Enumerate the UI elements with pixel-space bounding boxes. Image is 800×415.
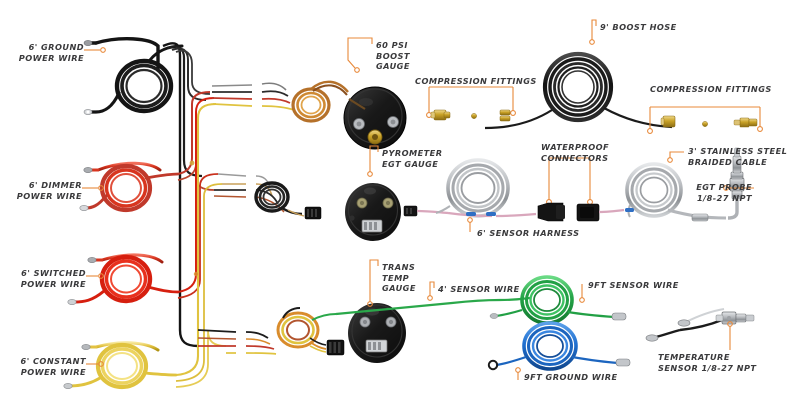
label-ground-wire-9ft: 9FT GROUND WIRE	[524, 372, 618, 382]
ground-wire-9ft-graphic	[487, 321, 631, 371]
label-temperature-sensor: TEMPERATURE SENSOR 1/8-27 NPT	[658, 352, 757, 373]
sensor-harness-graphic	[403, 158, 537, 218]
compression-fittings-right-graphic	[647, 106, 763, 134]
label-ground-power-wire: 6' GROUND POWER WIRE	[18, 42, 84, 63]
pyrometer-harness-coil	[213, 173, 322, 220]
compression-fittings-left-graphic	[426, 86, 516, 122]
leader-lines	[82, 19, 754, 380]
label-sensor-wire-9ft: 9FT SENSOR WIRE	[588, 280, 679, 290]
pyrometer-gauge-graphic	[345, 183, 401, 241]
label-sensor-harness: 6' SENSOR HARNESS	[477, 228, 580, 238]
boost-gauge-harness	[211, 80, 407, 150]
label-egt-probe: EGT PROBE 1/8-27 NPT	[696, 182, 752, 203]
label-waterproof-connectors: WATERPROOF CONNECTORS	[541, 142, 610, 163]
label-compression-fittings-left: COMPRESSION FITTINGS	[415, 76, 537, 86]
dimmer-power-wire-graphic	[79, 161, 180, 213]
label-constant-power-wire: 6' CONSTANT POWER WIRE	[20, 356, 86, 377]
label-trans-temp-gauge: TRANS TEMP GAUGE	[382, 262, 416, 293]
waterproof-connectors-graphic	[537, 157, 625, 222]
label-switched-power-wire: 6' SWITCHED POWER WIRE	[20, 268, 86, 289]
label-dimmer-power-wire: 6' DIMMER POWER WIRE	[16, 180, 82, 201]
label-boost-hose: 9' BOOST HOSE	[600, 22, 677, 32]
trans-temp-harness	[197, 307, 345, 356]
constant-power-wire-graphic	[63, 341, 178, 390]
temperature-sensor-graphic	[645, 308, 755, 342]
label-pyrometer-gauge: PYROMETER EGT GAUGE	[382, 148, 443, 169]
label-braided-cable: 3' STAINLESS STEEL BRAIDED CABLE	[688, 146, 788, 167]
label-sensor-wire-4ft: 4' SENSOR WIRE	[438, 284, 520, 294]
label-boost-gauge: 60 PSI BOOST GAUGE	[376, 40, 410, 71]
label-compression-fittings-right: COMPRESSION FITTINGS	[650, 84, 772, 94]
main-wire-bundle	[162, 42, 227, 388]
boost-hose-graphic	[484, 51, 673, 130]
switched-power-wire-graphic	[67, 253, 180, 305]
ground-power-wire-graphic	[83, 37, 184, 115]
